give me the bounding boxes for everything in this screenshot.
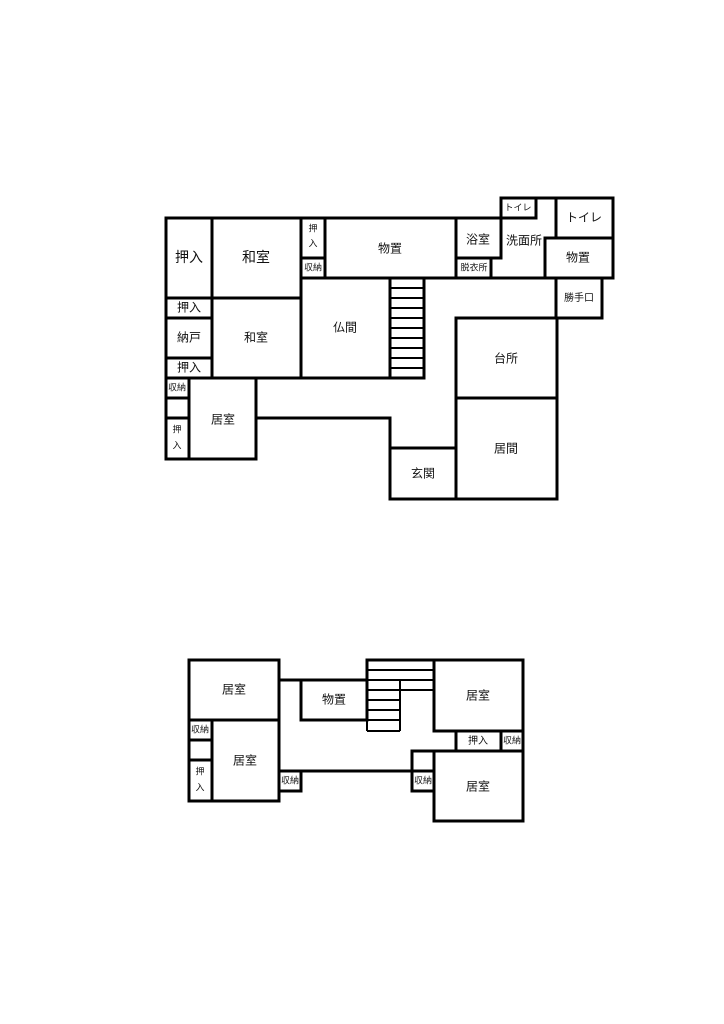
label-washitsu-b: 和室 bbox=[244, 330, 268, 345]
label-monooki-main: 物置 bbox=[378, 242, 402, 256]
label-shuno-a: 収納 bbox=[304, 262, 322, 274]
room-kyoshitsu-b bbox=[210, 718, 281, 803]
label-monooki-2f: 物置 bbox=[322, 693, 346, 707]
staircase-floor-1 bbox=[390, 287, 424, 369]
label-oshiire-b-2f-2: 入 bbox=[195, 783, 204, 794]
stair-wall bbox=[388, 276, 426, 380]
label-senmenjo: 洗面所 bbox=[506, 234, 542, 248]
label-toilet-small: トイレ bbox=[504, 204, 531, 214]
label-kyoshitsu-a: 居室 bbox=[222, 682, 246, 697]
label-oshiire-d-1: 押 bbox=[172, 424, 181, 436]
label-yokushitsu: 浴室 bbox=[466, 232, 490, 247]
label-daidokoro: 台所 bbox=[494, 351, 518, 366]
label-kyoshitsu: 居室 bbox=[211, 412, 235, 427]
label-oshiire-small-2: 入 bbox=[308, 239, 317, 250]
label-shuno-a-2f: 収納 bbox=[191, 724, 209, 736]
room-katteguchi bbox=[554, 276, 604, 320]
label-oshiire-c: 押入 bbox=[177, 361, 201, 375]
room-toilet-small bbox=[499, 196, 538, 220]
room-genkan bbox=[388, 446, 458, 501]
closet-box-2f bbox=[187, 738, 214, 762]
label-genkan: 玄関 bbox=[411, 466, 435, 481]
label-toilet: トイレ bbox=[566, 211, 602, 225]
corridor-wall-south-2f bbox=[277, 749, 436, 773]
floor-1-plan: 押入 和室 押 入 収納 物置 浴室 脱衣所 洗面所 トイレ トイレ 物置 勝手… bbox=[164, 196, 615, 501]
label-shuno-c-2f: 収納 bbox=[503, 735, 521, 747]
staircase-floor-2 bbox=[366, 660, 434, 732]
label-ima: 居間 bbox=[494, 442, 518, 456]
closet-box bbox=[164, 396, 191, 420]
label-katteguchi: 勝手口 bbox=[564, 291, 594, 304]
label-monooki-small: 物置 bbox=[566, 251, 590, 265]
label-datsuisho: 脱衣所 bbox=[460, 262, 487, 274]
label-shuno-b-2f: 収納 bbox=[281, 775, 299, 787]
label-kyoshitsu-b: 居室 bbox=[233, 753, 257, 768]
label-washitsu-a: 和室 bbox=[242, 249, 270, 266]
room-oshiire-b-2f bbox=[187, 758, 214, 803]
label-kyoshitsu-c: 居室 bbox=[466, 688, 490, 703]
label-oshiire-b-2f-1: 押 bbox=[195, 766, 204, 778]
label-oshiire-d-2: 入 bbox=[172, 441, 181, 452]
room-kyoshitsu-d bbox=[432, 749, 525, 823]
label-kyoshitsu-d: 居室 bbox=[466, 779, 490, 794]
label-oshiire-b: 押入 bbox=[177, 301, 201, 315]
label-oshiire-a-2f: 押入 bbox=[468, 734, 488, 747]
label-shuno-d-2f: 収納 bbox=[414, 775, 432, 787]
floor-2-plan: 居室 物置 居室 収納 押 入 収納 居室 押入 収納 収納 居室 bbox=[187, 658, 525, 823]
label-nando: 納戸 bbox=[177, 331, 201, 345]
label-oshiire-small-1: 押 bbox=[308, 223, 317, 235]
corridor-wall-south bbox=[254, 416, 458, 450]
label-shuno-b: 収納 bbox=[168, 382, 186, 394]
room-oshiire-d bbox=[164, 416, 191, 461]
label-oshiire-a: 押入 bbox=[175, 250, 203, 266]
label-butsuma: 仏間 bbox=[333, 321, 357, 335]
